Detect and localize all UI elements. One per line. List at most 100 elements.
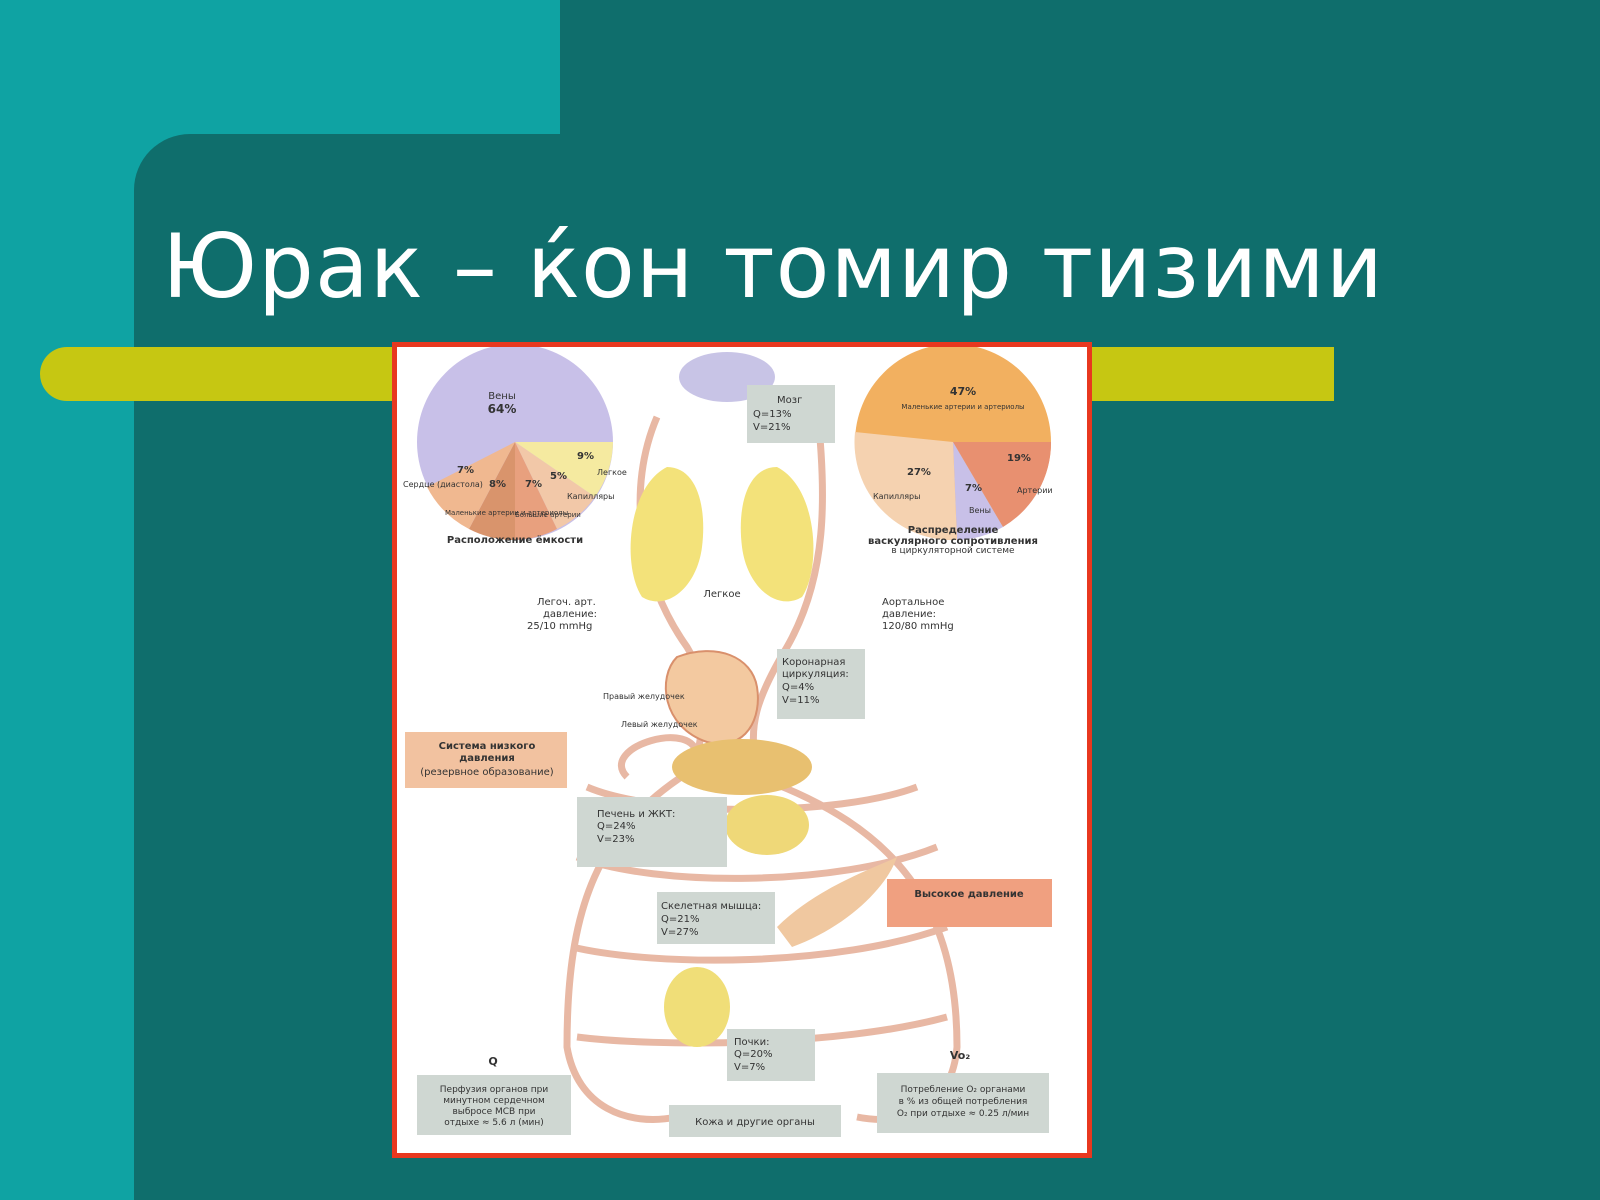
muscle-q: Q=21% bbox=[661, 914, 699, 925]
pie-value-small-arteries-resistance: 47% bbox=[950, 385, 976, 398]
skin-box bbox=[669, 1105, 841, 1137]
capacity-pie: Вены 64% 9% Легкое 5% Капилляры 7% Больш… bbox=[403, 347, 627, 546]
vessel-right-upper bbox=[749, 406, 827, 768]
aortic-pressure-line-3: 120/80 mmHg bbox=[882, 621, 954, 632]
brain-group: Мозг Q=13% V=21% bbox=[679, 352, 835, 443]
pie-slice-capillaries-resistance bbox=[854, 432, 957, 541]
pie-value-heart: 7% bbox=[457, 465, 474, 476]
lungs-group: Легкое bbox=[630, 467, 814, 602]
skin-label: Кожа и другие органы bbox=[695, 1117, 815, 1128]
liver-info-box bbox=[577, 797, 727, 867]
liver-v: V=23% bbox=[597, 834, 634, 845]
resistance-caption-line-1: Распределение bbox=[908, 525, 999, 536]
circulation-diagram-svg: Вены 64% 9% Легкое 5% Капилляры 7% Больш… bbox=[403, 347, 1053, 1137]
pulm-pressure-line-2: давление: bbox=[543, 609, 597, 620]
brain-info-box bbox=[747, 385, 835, 443]
lung-label: Легкое bbox=[703, 589, 740, 600]
o2-box bbox=[877, 1073, 1049, 1133]
pie-label-big-arteries: Большие артерии bbox=[515, 511, 581, 519]
kidney-title: Почки: bbox=[734, 1037, 769, 1048]
coronary-line-2: циркуляция: bbox=[782, 669, 849, 680]
pie-label-lung: Легкое bbox=[597, 468, 627, 477]
pie-slice-capillaries bbox=[515, 442, 595, 529]
vessel-loop-3 bbox=[571, 923, 949, 964]
pie-slice-big-arteries bbox=[515, 442, 557, 540]
perfusion-line-2: минутном сердечном bbox=[443, 1096, 545, 1106]
o2-line-1: Потребление O₂ органами bbox=[901, 1085, 1026, 1095]
pie-label-small-arteries: Маленькие артерии и артериолы bbox=[445, 509, 568, 517]
coronary-v: V=11% bbox=[782, 695, 819, 706]
aortic-pressure-line-1: Аортальное bbox=[882, 597, 944, 608]
low-pressure-line-3: (резервное образование) bbox=[420, 767, 554, 778]
pie-value-arteries-resistance: 19% bbox=[1007, 453, 1031, 464]
kidney-q: Q=20% bbox=[734, 1049, 772, 1060]
kidney-icon bbox=[664, 967, 730, 1047]
pie-value-big-arteries: 7% bbox=[525, 479, 542, 490]
resistance-caption-line-3: в циркуляторной системе bbox=[891, 546, 1015, 556]
perfusion-line-4: отдыхе ≈ 5.6 л (мин) bbox=[444, 1118, 544, 1128]
pie-value-veins-resistance: 7% bbox=[965, 483, 982, 494]
pie-label-small-arteries-resistance: Маленькие артерии и артериолы bbox=[901, 403, 1024, 411]
pie-slice-veins-resistance bbox=[953, 442, 1003, 540]
coronary-line-1: Коронарная bbox=[782, 657, 845, 668]
background-dark-top bbox=[560, 0, 1600, 140]
left-ventricle-label: Левый желудочек bbox=[621, 720, 698, 729]
coronary-info-box bbox=[777, 649, 865, 719]
circulation-diagram: Вены 64% 9% Легкое 5% Капилляры 7% Больш… bbox=[392, 342, 1092, 1158]
low-pressure-line-2: давления bbox=[459, 753, 515, 764]
pulm-pressure-line-3: 25/10 mmHg bbox=[527, 621, 592, 632]
pie-value-capillaries: 5% bbox=[550, 471, 567, 482]
kidney-info-box bbox=[727, 1029, 815, 1081]
right-lung-icon bbox=[740, 467, 814, 602]
brain-title: Мозг bbox=[777, 395, 802, 406]
resistance-pie: 47% Маленькие артерии и артериолы 19% Ар… bbox=[854, 347, 1053, 556]
pie-value-small-arteries: 8% bbox=[489, 479, 506, 490]
pie-label-capillaries: Капилляры bbox=[567, 492, 614, 501]
right-ventricle-label: Правый желудочек bbox=[603, 692, 685, 701]
pulm-pressure-line-1: Легоч. арт. bbox=[537, 597, 596, 608]
o2-line-2: в % из общей потребления bbox=[899, 1097, 1028, 1107]
heart-group: Коронарная циркуляция: Q=4% V=11% Правый… bbox=[603, 649, 865, 745]
intestine-icon bbox=[725, 795, 809, 855]
perfusion-line-1: Перфузия органов при bbox=[440, 1085, 549, 1095]
high-pressure-box bbox=[887, 879, 1052, 927]
pie-label-capillaries-resistance: Капилляры bbox=[873, 492, 920, 501]
pie-value-lung: 9% bbox=[577, 451, 594, 462]
perfusion-line-3: выбросе МСВ при bbox=[452, 1107, 535, 1117]
perfusion-box bbox=[417, 1075, 571, 1135]
liver-q: Q=24% bbox=[597, 821, 635, 832]
slide-title: Юрак – ќон томир тизими bbox=[162, 215, 1384, 318]
q-header: Q bbox=[488, 1055, 497, 1068]
brain-v: V=21% bbox=[753, 422, 790, 433]
liver-title: Печень и ЖКТ: bbox=[597, 809, 675, 820]
aortic-pressure-line-2: давление: bbox=[882, 609, 936, 620]
low-pressure-line-1: Система низкого bbox=[439, 741, 536, 752]
pie-value-veins: 64% bbox=[488, 402, 517, 416]
muscle-icon bbox=[777, 857, 897, 947]
pie-label-veins-resistance: Вены bbox=[969, 506, 991, 515]
vessel-heart-left bbox=[617, 734, 701, 780]
muscle-v: V=27% bbox=[661, 927, 698, 938]
high-pressure-label: Высокое давление bbox=[914, 889, 1024, 900]
v-header: Vo₂ bbox=[950, 1049, 970, 1062]
capacity-pie-caption: Расположение ёмкости bbox=[447, 534, 583, 546]
brain-q: Q=13% bbox=[753, 409, 791, 420]
resistance-caption-line-2: васкулярного сопротивления bbox=[868, 536, 1038, 547]
heart-icon bbox=[664, 650, 759, 745]
pie-slice-lung bbox=[515, 442, 613, 497]
coronary-q: Q=4% bbox=[782, 682, 814, 693]
kidney-v: V=7% bbox=[734, 1062, 765, 1073]
pie-slice-small-arteries bbox=[469, 442, 515, 541]
pie-label-veins: Вены bbox=[488, 391, 515, 402]
low-pressure-box bbox=[405, 732, 567, 788]
o2-line-3: O₂ при отдыхе ≈ 0.25 л/мин bbox=[897, 1109, 1029, 1119]
muscle-title: Скелетная мышца: bbox=[661, 901, 761, 912]
pie-slice-heart bbox=[427, 442, 515, 529]
left-lung-icon bbox=[630, 467, 704, 602]
pie-slice-arteries-resistance bbox=[953, 442, 1052, 527]
liver-icon bbox=[672, 739, 812, 795]
muscle-info-box bbox=[657, 892, 775, 944]
pie-label-arteries-resistance: Артерии bbox=[1017, 486, 1053, 495]
pie-label-heart: Сердце (диастола) bbox=[403, 480, 483, 489]
pie-value-capillaries-resistance: 27% bbox=[907, 467, 931, 478]
